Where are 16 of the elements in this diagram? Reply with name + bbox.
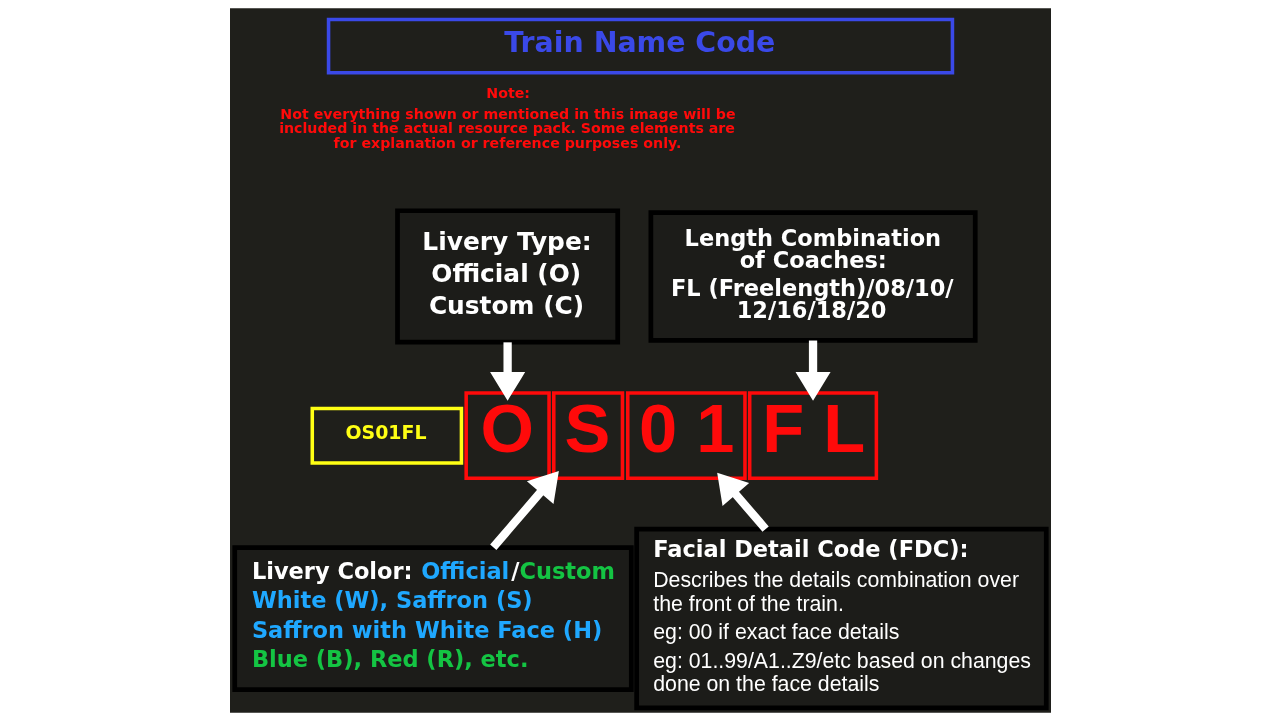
node-box: O bbox=[463, 391, 551, 481]
node-box: OS01FL bbox=[310, 406, 463, 465]
node-box: 0 1 bbox=[625, 391, 747, 481]
node-box: F L bbox=[747, 391, 878, 481]
label: Note: bbox=[485, 84, 530, 101]
node-box: S bbox=[551, 391, 624, 481]
arrow bbox=[489, 342, 525, 401]
label: Not everything shown or mentioned in this image will be included in the actual resource pack. Some elements are for explanation or reference purposes only. bbox=[278, 106, 736, 151]
diagram-title: Train Name Code bbox=[503, 26, 775, 60]
node-box: Livery Type: Official (O) Custom (C) bbox=[394, 208, 620, 345]
node-box: Length Combination of Coaches: FL (Freelength)/08/10/12/16/18/20 bbox=[648, 210, 978, 343]
node-box: Facial Detail Code (FDC): Describes the details combination over the front of the train. eg: 00 if exact face details eg: 01..99/A1..Z9/etc based on changes done on the face details bbox=[633, 526, 1049, 711]
arrow bbox=[716, 472, 769, 532]
arrow bbox=[489, 470, 559, 550]
node-box: Livery Color: Official/Custom White (W), Saffron (S) Saffron with White Face (H) Blue (B), Red (R), etc. bbox=[231, 545, 634, 692]
arrow bbox=[795, 340, 831, 401]
